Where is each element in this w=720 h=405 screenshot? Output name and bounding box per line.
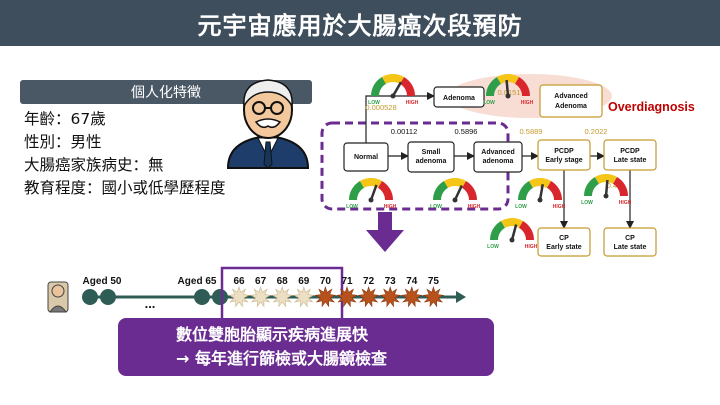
gauge-adenoma-to-advanced: LOW HIGH bbox=[483, 74, 534, 106]
callout-line-2: → 每年進行篩檢或大腸鏡檢查 bbox=[176, 349, 387, 368]
rate-small-to-advanced: 0.5896 bbox=[455, 127, 478, 136]
age-label-69: 69 bbox=[298, 276, 310, 287]
profile-item-age: 年齡：67歲 bbox=[24, 110, 106, 128]
conclusion-callout: 數位雙胞胎顯示疾病進展快 → 每年進行篩檢或大腸鏡檢查 bbox=[118, 318, 494, 376]
gauge-small-adenoma: LOW HIGH bbox=[430, 178, 481, 210]
timeline-ellipsis: ... bbox=[145, 296, 156, 311]
gauge-low-label: LOW bbox=[346, 204, 358, 210]
rate-advanced-to-pcdp: 0.5889 bbox=[520, 127, 543, 136]
elderly-man-avatar bbox=[226, 79, 310, 169]
state-box-small-adenoma bbox=[407, 141, 455, 173]
label-cp-early-1: CP bbox=[559, 235, 569, 242]
gauge-low-label: LOW bbox=[515, 204, 527, 210]
gauge-high-label: HIGH bbox=[406, 100, 419, 106]
gauge-pcdp-late: LOW HIGH bbox=[581, 174, 632, 206]
progression-star-66 bbox=[228, 286, 250, 308]
age-label-66: 66 bbox=[233, 276, 245, 287]
gauge-pcdp-early: LOW HIGH bbox=[515, 178, 566, 210]
progression-star-67 bbox=[249, 286, 272, 308]
page-title: 元宇宙應用於大腸癌次段預防 bbox=[0, 0, 720, 46]
age-label-74: 74 bbox=[406, 276, 418, 287]
timeline-dot-1 bbox=[82, 289, 98, 305]
age-label-73: 73 bbox=[385, 276, 397, 287]
gauge-low-label: LOW bbox=[487, 244, 499, 250]
age-label-70: 70 bbox=[320, 276, 332, 287]
state-box-advanced-adenoma bbox=[473, 141, 523, 173]
timeline-arrowhead bbox=[456, 291, 466, 303]
rate-normal-to-small: 0.00112 bbox=[391, 127, 418, 136]
gauge-normal: LOW HIGH bbox=[346, 178, 397, 210]
label-aged-50: Aged 50 bbox=[83, 276, 122, 287]
label-pcdp-late-2: Late state bbox=[614, 157, 647, 164]
label-advanced-1: Advanced bbox=[481, 149, 514, 156]
age-label-72: 72 bbox=[363, 276, 375, 287]
rate-pcdp-early-to-late: 0.2022 bbox=[585, 127, 608, 136]
gauge-high-label: HIGH bbox=[384, 204, 397, 210]
profile-list: 年齡：67歲 性別：男性 大腸癌家族病史：無 教育程度：國小或低學歷程度 bbox=[24, 108, 226, 200]
age-label-71: 71 bbox=[341, 276, 353, 287]
label-aged-65: Aged 65 bbox=[178, 276, 217, 287]
label-advanced-2: adenoma bbox=[483, 158, 514, 165]
progression-star-71 bbox=[336, 286, 358, 308]
timeline-dot-3 bbox=[194, 289, 210, 305]
gauge-high-label: HIGH bbox=[468, 204, 481, 210]
risk-gauges: LOW HIGH LOW HIGH LOW HIGH LOW HIGH LOW HIGH LOW HI… bbox=[346, 74, 632, 250]
gauge-high-label: HIGH bbox=[553, 204, 566, 210]
down-arrow bbox=[366, 212, 404, 252]
profile-item-family-history: 大腸癌家族病史：無 bbox=[24, 156, 164, 174]
timeline-dot-2 bbox=[100, 289, 116, 305]
person-icon bbox=[47, 281, 69, 313]
profile-item-sex: 性別：男性 bbox=[24, 133, 102, 151]
gauge-low-label: LOW bbox=[581, 200, 593, 206]
profile-item-education: 教育程度：國小或低學歷程度 bbox=[24, 179, 226, 197]
gauge-low-label: LOW bbox=[430, 204, 442, 210]
progression-star-70 bbox=[314, 286, 337, 308]
label-small-2: adenoma bbox=[416, 158, 447, 165]
progression-star-69 bbox=[293, 286, 315, 308]
state-box-pcdp-late bbox=[603, 139, 657, 171]
age-label-68: 68 bbox=[277, 276, 289, 287]
label-cp-early-2: Early state bbox=[546, 244, 582, 251]
state-box-pcdp-early bbox=[537, 139, 591, 171]
label-pcdp-early-2: Early stage bbox=[545, 157, 582, 164]
progression-star-72 bbox=[357, 286, 380, 308]
gauge-cp-early: LOW HIGH bbox=[487, 218, 538, 250]
rate-adenoma-to-advanced: 0.0151 bbox=[498, 88, 521, 97]
progression-star-74 bbox=[401, 286, 423, 308]
gauge-high-label: HIGH bbox=[619, 200, 632, 206]
state-box-top-advanced-adenoma bbox=[539, 84, 603, 118]
label-top-advanced-2: Adenoma bbox=[555, 103, 587, 110]
rate-pcdp-late-to-cp: 0.44 bbox=[607, 181, 622, 190]
progression-star-68 bbox=[271, 286, 293, 308]
label-cp-late-1: CP bbox=[625, 235, 635, 242]
age-label-67: 67 bbox=[255, 276, 267, 287]
progression-star-75 bbox=[422, 286, 445, 308]
state-boxes bbox=[343, 84, 657, 257]
callout-line-1: 數位雙胞胎顯示疾病進展快 bbox=[176, 325, 369, 344]
gauge-high-label: HIGH bbox=[521, 100, 534, 106]
overdiagnosis-label: Overdiagnosis bbox=[608, 100, 695, 114]
gauge-normal-to-adenoma: LOW HIGH bbox=[368, 74, 419, 106]
progression-star-73 bbox=[379, 286, 401, 308]
label-pcdp-late-1: PCDP bbox=[620, 148, 640, 155]
state-box-top-adenoma bbox=[433, 86, 485, 108]
label-cp-late-2: Late state bbox=[614, 244, 647, 251]
gauge-low-label: LOW bbox=[483, 100, 495, 106]
progression-stars bbox=[228, 286, 445, 308]
age-labels: 66 67 68 69 70 71 72 73 74 75 bbox=[233, 276, 439, 287]
gauge-high-label: HIGH bbox=[525, 244, 538, 250]
age-label-75: 75 bbox=[428, 276, 440, 287]
label-top-adenoma: Adenoma bbox=[443, 95, 475, 102]
state-box-normal bbox=[343, 142, 389, 172]
label-pcdp-early-1: PCDP bbox=[554, 148, 574, 155]
rate-normal-to-adenoma: 0.000528 bbox=[365, 103, 396, 112]
label-small-1: Small bbox=[422, 149, 441, 156]
state-box-cp-early bbox=[537, 227, 591, 257]
label-top-advanced-1: Advanced bbox=[554, 93, 587, 100]
gauge-low-label: LOW bbox=[368, 100, 380, 106]
state-box-cp-late bbox=[603, 227, 657, 257]
timeline-dot-4 bbox=[212, 289, 228, 305]
label-normal: Normal bbox=[354, 154, 378, 161]
